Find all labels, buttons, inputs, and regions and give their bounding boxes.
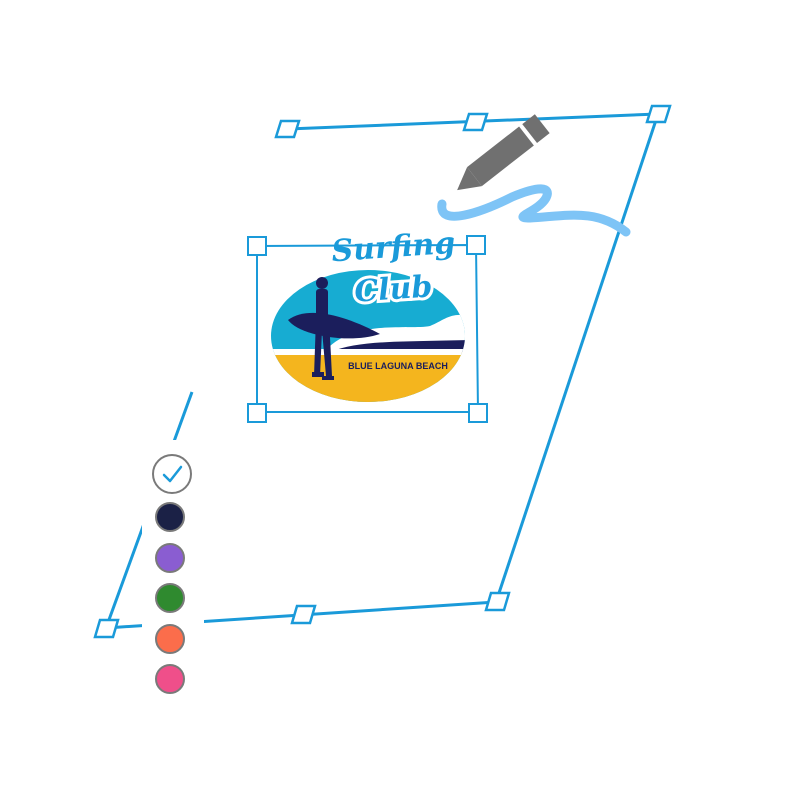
freehand-stroke[interactable] — [437, 184, 631, 237]
surf-club-logo[interactable]: Surfing Club BLUE LAGUNA BEACH — [247, 223, 488, 423]
frame-handle-top-left[interactable] — [274, 119, 301, 139]
logo-title-line2: Club — [353, 269, 433, 309]
swatch-pink[interactable] — [155, 664, 185, 694]
logo-subtitle: BLUE LAGUNA BEACH — [348, 361, 448, 371]
swatch-navy[interactable] — [155, 502, 185, 532]
frame-handle-bottom-middle[interactable] — [290, 604, 317, 625]
color-swatch-panel — [142, 440, 204, 720]
frame-handle-bottom-left[interactable] — [93, 618, 120, 639]
swatch-purple[interactable] — [155, 543, 185, 573]
frame-handle-top-right[interactable] — [645, 104, 672, 124]
frame-handle-bottom-right[interactable] — [484, 591, 511, 612]
logo-title-line1: Surfing — [330, 226, 456, 270]
frame-handle-top-middle[interactable] — [462, 112, 489, 132]
swatch-orange[interactable] — [155, 624, 185, 654]
swatch-selected[interactable] — [152, 454, 192, 494]
logo-handle-bottom-left[interactable] — [247, 403, 267, 423]
logo-handle-bottom-right[interactable] — [468, 403, 488, 423]
swatch-green[interactable] — [155, 583, 185, 613]
frame-edge-right — [494, 113, 660, 603]
pencil-icon[interactable] — [450, 114, 550, 199]
logo-handle-top-right[interactable] — [466, 235, 486, 255]
large-selection-frame[interactable] — [93, 104, 672, 639]
logo-handle-top-left[interactable] — [247, 236, 267, 256]
checkmark-icon — [162, 465, 183, 483]
